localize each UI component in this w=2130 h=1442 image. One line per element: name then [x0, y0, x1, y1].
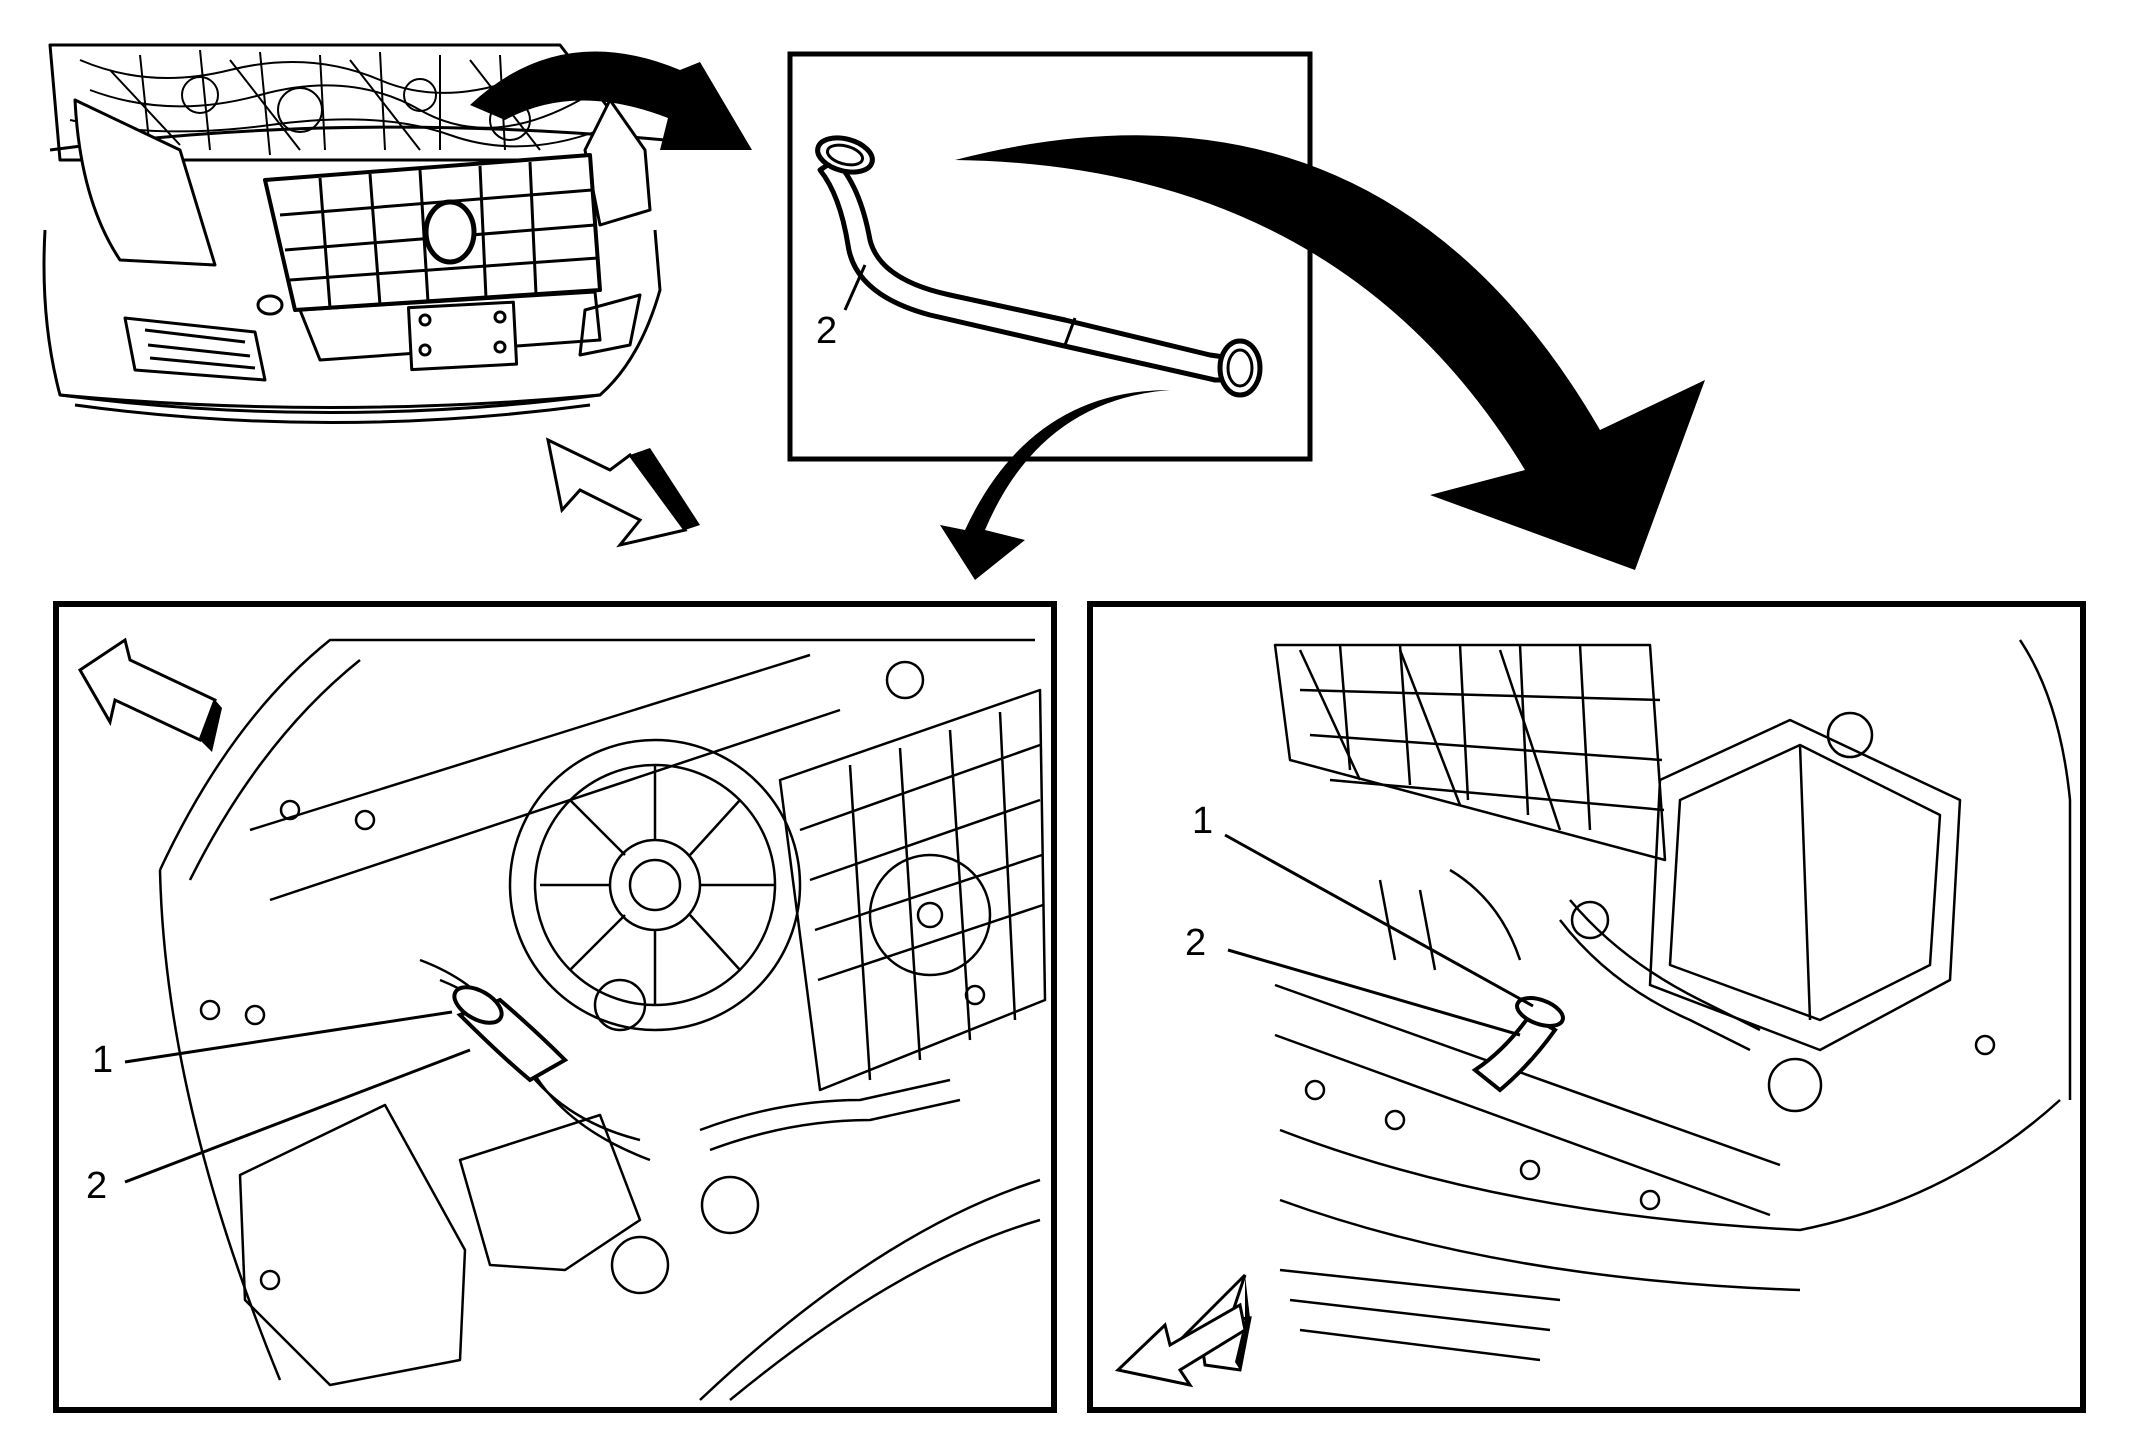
direction-arrow-right-view-body	[1114, 1302, 1247, 1388]
direction-arrow-forward	[545, 437, 688, 548]
leader-line-right-1	[1224, 833, 1534, 1008]
vehicle-front-view	[42, 43, 666, 424]
leader-line-right-2	[1227, 948, 1521, 1037]
left-view-hose	[452, 985, 569, 1083]
leader-line-left-2	[124, 1048, 471, 1184]
curved-arrow-to-left-view	[940, 390, 1170, 580]
callout-left-1: 1	[92, 1039, 113, 1081]
coolant-hose-detail	[815, 135, 1263, 398]
leader-line-detail	[843, 264, 867, 311]
curved-arrow-to-right-view	[955, 135, 1705, 570]
right-view-frame	[1087, 601, 2086, 1413]
callout-left-2: 2	[86, 1165, 107, 1207]
left-view-frame	[53, 601, 1057, 1413]
left-view-engine-bay	[158, 638, 1047, 1401]
callout-right-2: 2	[1185, 922, 1206, 964]
callout-right-1: 1	[1192, 800, 1213, 842]
curved-arrow-to-detail	[470, 51, 752, 150]
leader-line-left-1	[124, 1010, 453, 1064]
callout-detail-2: 2	[816, 310, 837, 352]
right-view-engine-bay	[1273, 639, 2072, 1362]
